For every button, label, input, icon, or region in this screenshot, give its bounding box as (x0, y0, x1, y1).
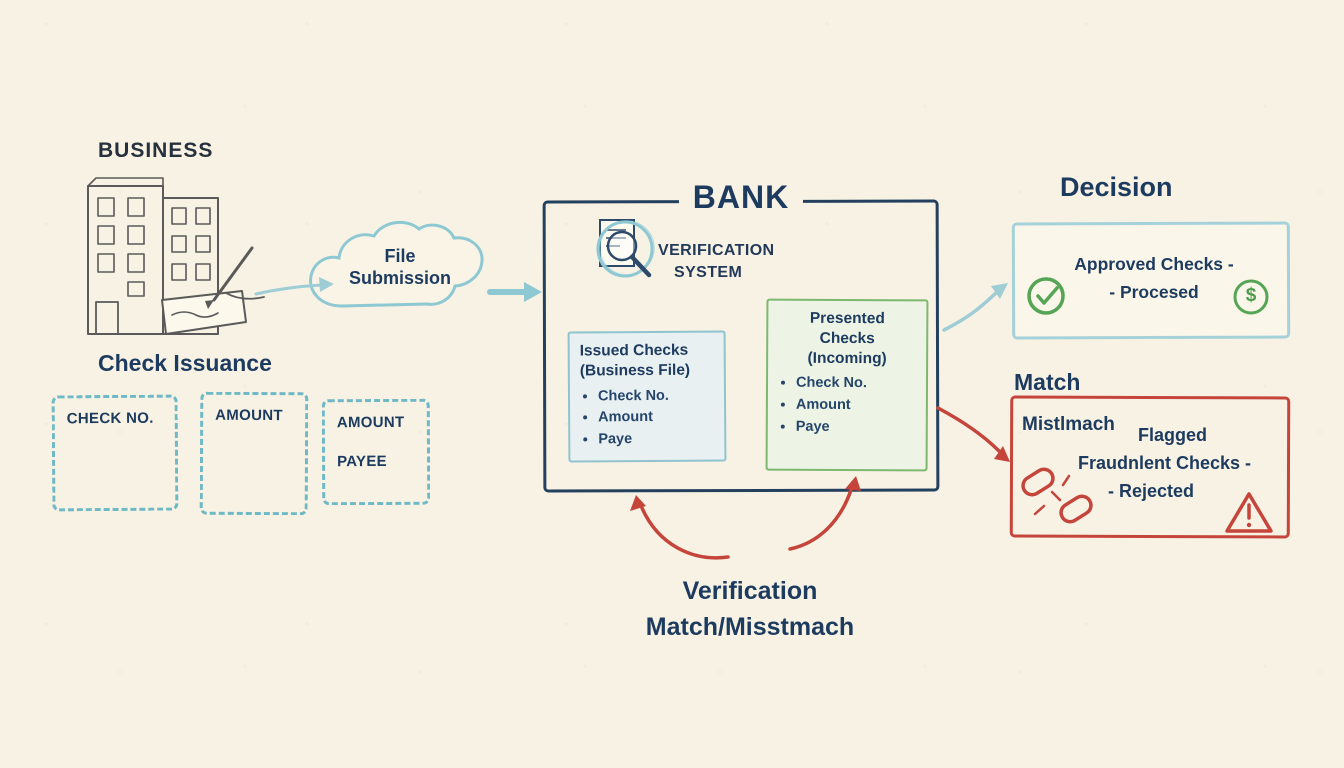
verification-label: Verification Match/Misstmach (615, 576, 885, 642)
list-item: Paye (598, 429, 714, 452)
business-building-sketch (87, 177, 265, 335)
presented-title-line1: Presented (809, 309, 885, 328)
rejected-line1: Fraudnlent Checks - (1078, 453, 1252, 473)
issued-title-line1: Issued Checks (579, 341, 689, 360)
list-item: Check No. (598, 385, 714, 408)
file-submission-line2: Submission (348, 267, 451, 288)
presented-checks-box: Presented Checks (Incoming) Check No. Am… (765, 298, 929, 472)
presented-title-line3: (Incoming) (807, 349, 887, 367)
arrow-verification-left (630, 495, 730, 560)
flagged-label: Flagged (1138, 425, 1208, 445)
issued-checks-list: Check No. Amount Paye (580, 385, 714, 451)
mismatch-label: Mistlmach (1022, 414, 1115, 435)
amount-payee-field: AMOUNT PAYEE (321, 398, 431, 506)
presented-title-line2: Checks (819, 329, 875, 347)
issued-checks-box: Issued Checks (Business File) Check No. … (567, 330, 727, 463)
issued-checks-title: Issued Checks (Business File) (580, 341, 714, 382)
verification-line1: Verification (682, 577, 818, 605)
field-label: AMOUNT (336, 413, 405, 432)
presented-checks-title: Presented Checks (Incoming) (778, 309, 916, 369)
list-item: Amount (598, 407, 714, 430)
issued-title-line2: (Business File) (579, 361, 691, 380)
presented-checks-list: Check No. Amount Paye (778, 373, 916, 439)
check-issuance-title: Check Issuance (98, 350, 272, 376)
verification-system-label: VERIFICATION SYSTEM (658, 241, 775, 282)
verification-line2: Match/Misstmach (645, 613, 855, 641)
bank-title: BANK (678, 178, 804, 217)
approved-line1: Approved Checks - (1074, 254, 1234, 274)
arrow-cloud-to-bank (487, 282, 542, 302)
approved-line2: - Procesed (1109, 282, 1199, 302)
arrow-bank-to-rejected (936, 406, 1010, 462)
field-label: CHECK NO. (66, 409, 154, 428)
verification-system-line2: SYSTEM (674, 264, 743, 282)
field-label: PAYEE (337, 452, 387, 471)
arrow-bank-to-approved (942, 283, 1008, 332)
decision-title: Decision (1060, 172, 1173, 202)
verification-system-line1: VERIFICATION (658, 242, 775, 259)
list-item: Amount (796, 395, 916, 417)
approved-label: Approved Checks - - Procesed (1068, 254, 1240, 303)
list-item: Paye (796, 417, 916, 439)
rejected-line2: - Rejected (1108, 481, 1195, 501)
amount-field: AMOUNT (199, 391, 309, 516)
list-item: Check No. (796, 373, 916, 395)
business-label: BUSINESS (98, 139, 214, 162)
match-label: Match (1014, 369, 1081, 395)
file-submission-label: File Submission (330, 246, 470, 289)
arrow-business-to-cloud (254, 277, 334, 296)
bank-title-wrap: BANK (543, 178, 939, 217)
file-submission-line1: File (384, 246, 416, 266)
field-label: AMOUNT (215, 406, 283, 425)
dollar-glyph: $ (1245, 285, 1257, 306)
check-no-field: CHECK NO. (51, 394, 179, 512)
